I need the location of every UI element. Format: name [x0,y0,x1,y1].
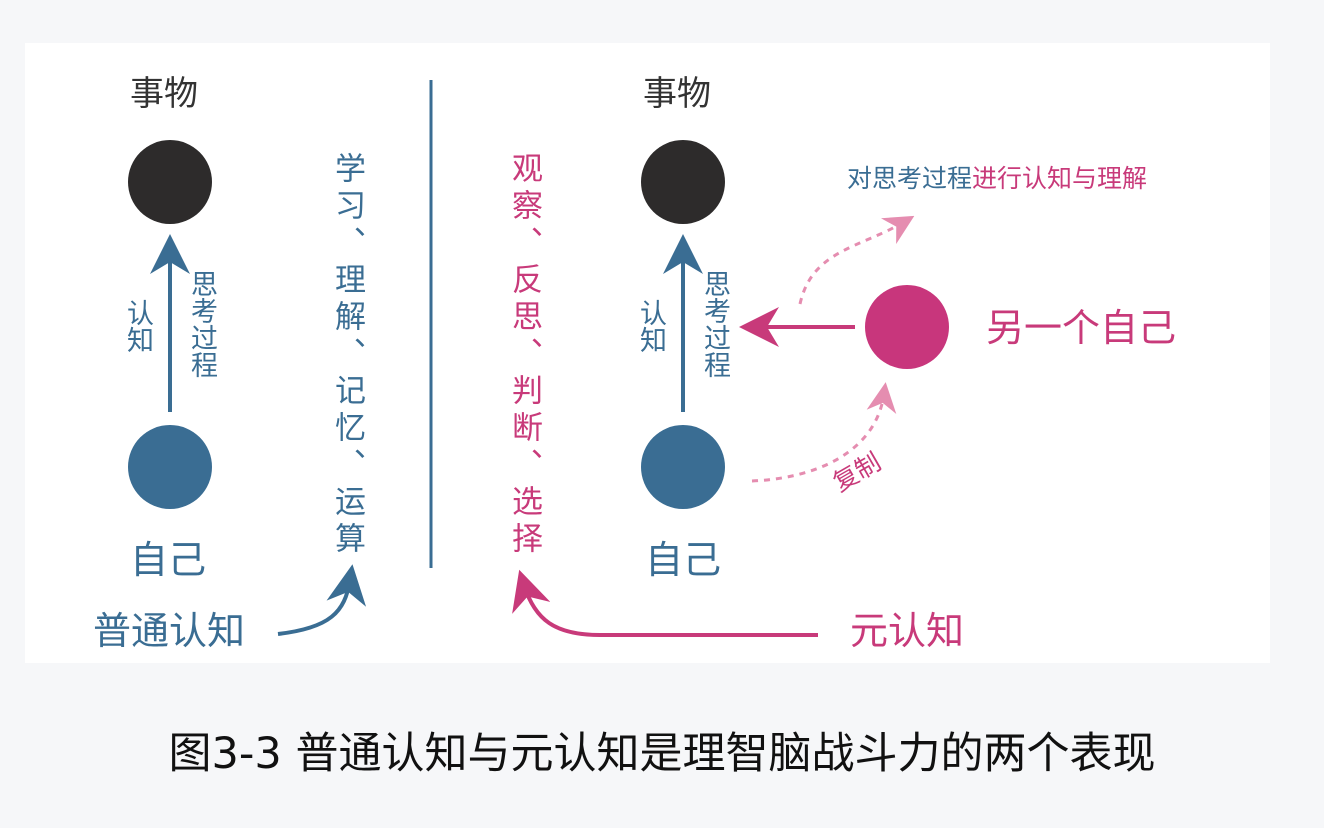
left-thinking-process-label: 思考过程 [186,270,217,378]
annotation-blue-part: 对思考过程 [847,164,973,193]
metacognition-curve [512,569,818,637]
figure-caption: 图3-3 普通认知与元认知是理智脑战斗力的两个表现 [168,729,1156,779]
annotation-pink-part: 进行认知与理解 [972,164,1148,193]
right-self-node [641,425,725,509]
right-thing-label: 事物 [643,74,711,114]
left-thing-label: 事物 [130,74,198,114]
right-cognition-label: 认知 [635,299,666,353]
ordinary-cognition-curve [277,564,367,636]
left-self-node [128,425,212,509]
ordinary-cognition-label: 普通认知 [93,609,246,653]
other-self-node [865,285,949,369]
left-cognition-label: 认知 [122,299,153,353]
metacognition-annotation: 对思考过程进行认知与理解 [847,166,1147,191]
right-thing-node [641,140,725,224]
left-self-label: 自己 [130,538,207,582]
left-activities-text: 学习、理解、记忆、运算 [329,152,365,559]
annotation-dashed-arrow [798,215,915,305]
metacognition-label: 元认知 [850,609,965,653]
right-activities-text: 观察、反思、判断、选择 [506,152,542,559]
left-thing-node [128,140,212,224]
right-self-label: 自己 [645,538,722,582]
copy-dashed-arrow [751,382,897,483]
other-self-label: 另一个自己 [986,306,1177,350]
diagram-panel [25,43,1270,663]
right-thinking-process-label: 思考过程 [699,270,730,378]
